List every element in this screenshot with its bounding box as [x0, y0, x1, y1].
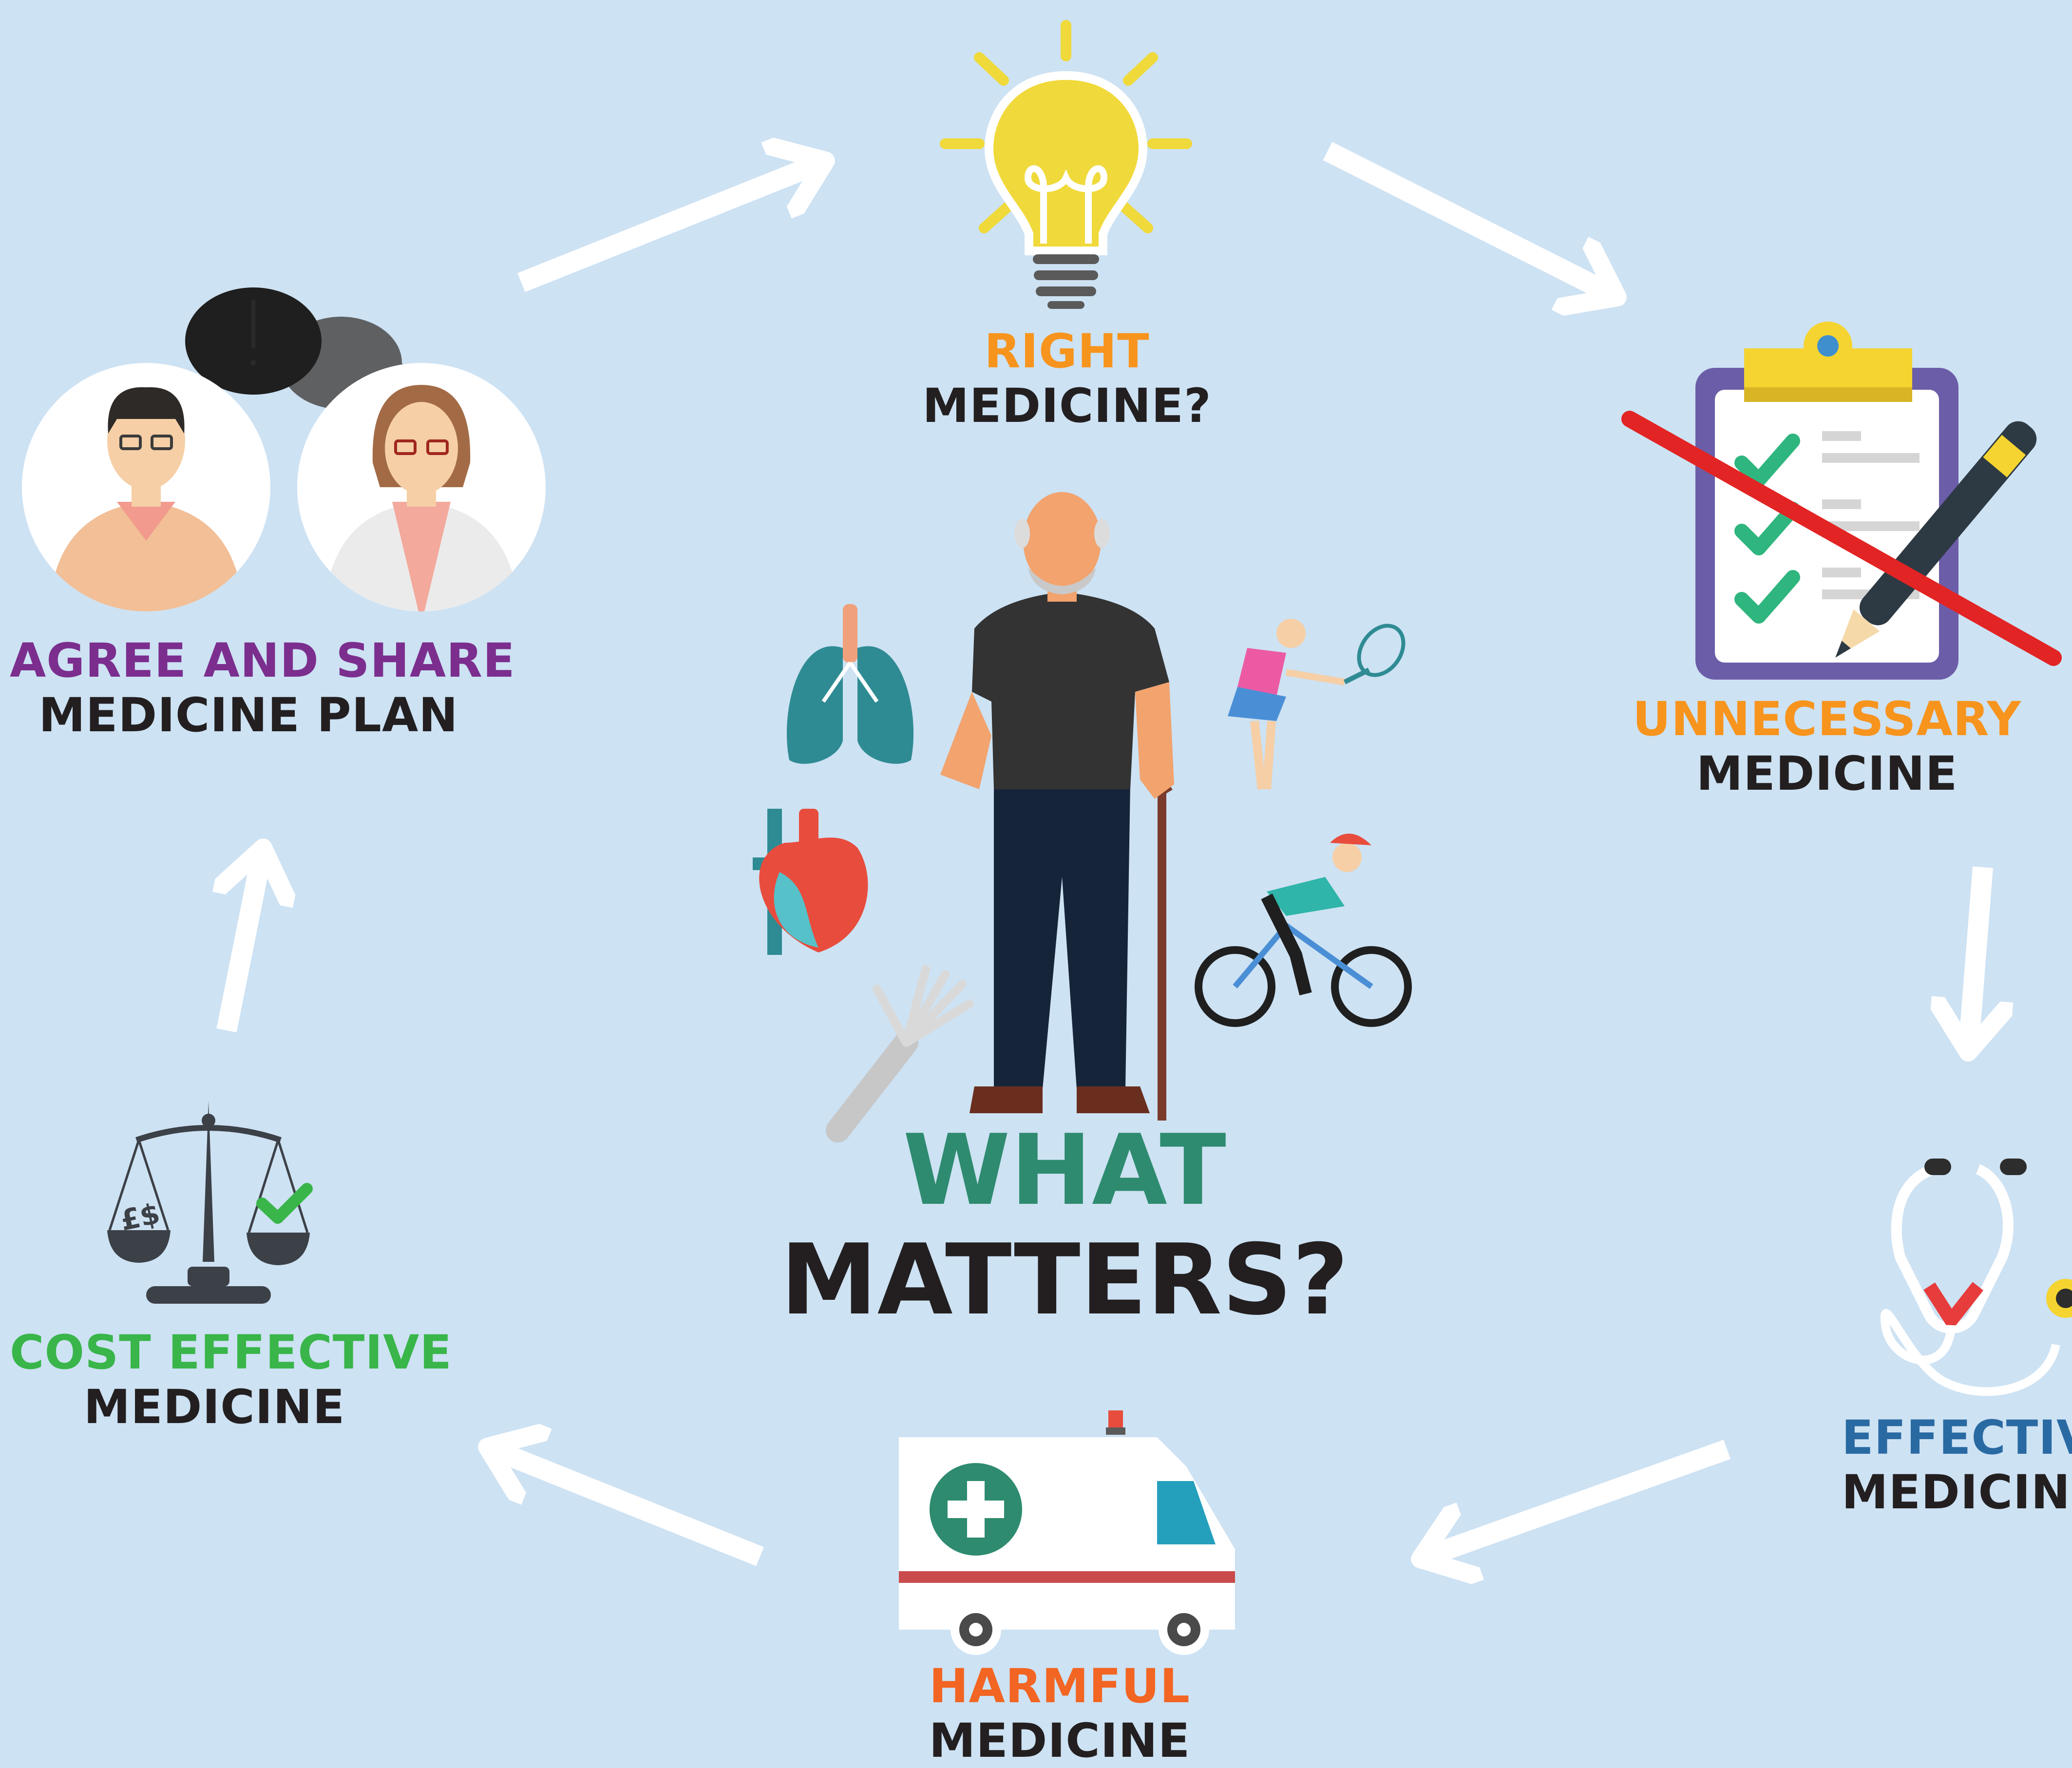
stethoscope-icon: [1880, 1159, 2072, 1396]
node-cost-sublabel: MEDICINE: [83, 1380, 345, 1434]
arrow-unnecessary-to-effective: [1968, 866, 1983, 1052]
node-harmful: HARMFUL MEDICINE: [877, 1659, 1242, 1768]
center-title-matters: MATTERS?: [780, 1223, 1349, 1337]
arrow-cost-to-agree: [227, 848, 263, 1033]
node-unnecessary-sublabel: MEDICINE: [1696, 746, 1958, 801]
arrow-harmful-to-cost: [487, 1447, 764, 1566]
node-agree-sublabel: MEDICINE PLAN: [38, 688, 458, 742]
doctor-avatar: [297, 363, 546, 611]
center-title: WHAT MATTERS?: [760, 1116, 1369, 1335]
node-effective: EFFECTIVE MEDICINE: [1842, 1410, 2072, 1520]
hand-skeleton-icon: [826, 965, 974, 1142]
node-right: RIGHT MEDICINE?: [872, 324, 1262, 433]
arrow-effective-to-harmful: [1420, 1440, 1731, 1559]
heart-icon: [753, 809, 868, 955]
node-cost-label: COST EFFECTIVE: [10, 1325, 452, 1380]
arrow-agree-to-right: [517, 161, 826, 292]
cyclist-icon: [1195, 834, 1412, 1027]
balance-scale-icon: [107, 1101, 313, 1304]
patient-avatar: [22, 363, 270, 611]
node-right-label: RIGHT: [984, 324, 1150, 379]
node-unnecessary-label: UNNECESSARY: [1633, 692, 2021, 746]
node-harmful-sublabel: MEDICINE: [929, 1713, 1191, 1768]
lungs-icon: [786, 604, 914, 764]
ambulance-icon: [899, 1410, 1235, 1655]
node-effective-sublabel: MEDICINE: [1842, 1465, 2072, 1520]
node-right-sublabel: MEDICINE?: [922, 379, 1212, 433]
node-harmful-label: HARMFUL: [929, 1659, 1190, 1713]
center-title-what: WHAT: [903, 1114, 1226, 1227]
node-agree-share: AGREE AND SHARE MEDICINE PLAN: [10, 633, 515, 742]
clipboard-checklist-icon: [1621, 322, 2062, 680]
node-effective-label: EFFECTIVE: [1842, 1410, 2072, 1465]
cross-out-line: [1621, 411, 2062, 666]
node-agree-label: AGREE AND SHARE: [10, 633, 515, 688]
elderly-man-illustration: [940, 492, 1174, 1121]
lightbulb-icon: [940, 20, 1192, 309]
tennis-player-icon: [1228, 619, 1406, 790]
node-unnecessary: UNNECESSARY MEDICINE: [1627, 692, 2027, 801]
currency-symbol-text: £$: [117, 1197, 163, 1237]
arrow-right-to-unnecessary: [1323, 142, 1617, 297]
node-cost-effective: COST EFFECTIVE MEDICINE: [10, 1325, 452, 1434]
